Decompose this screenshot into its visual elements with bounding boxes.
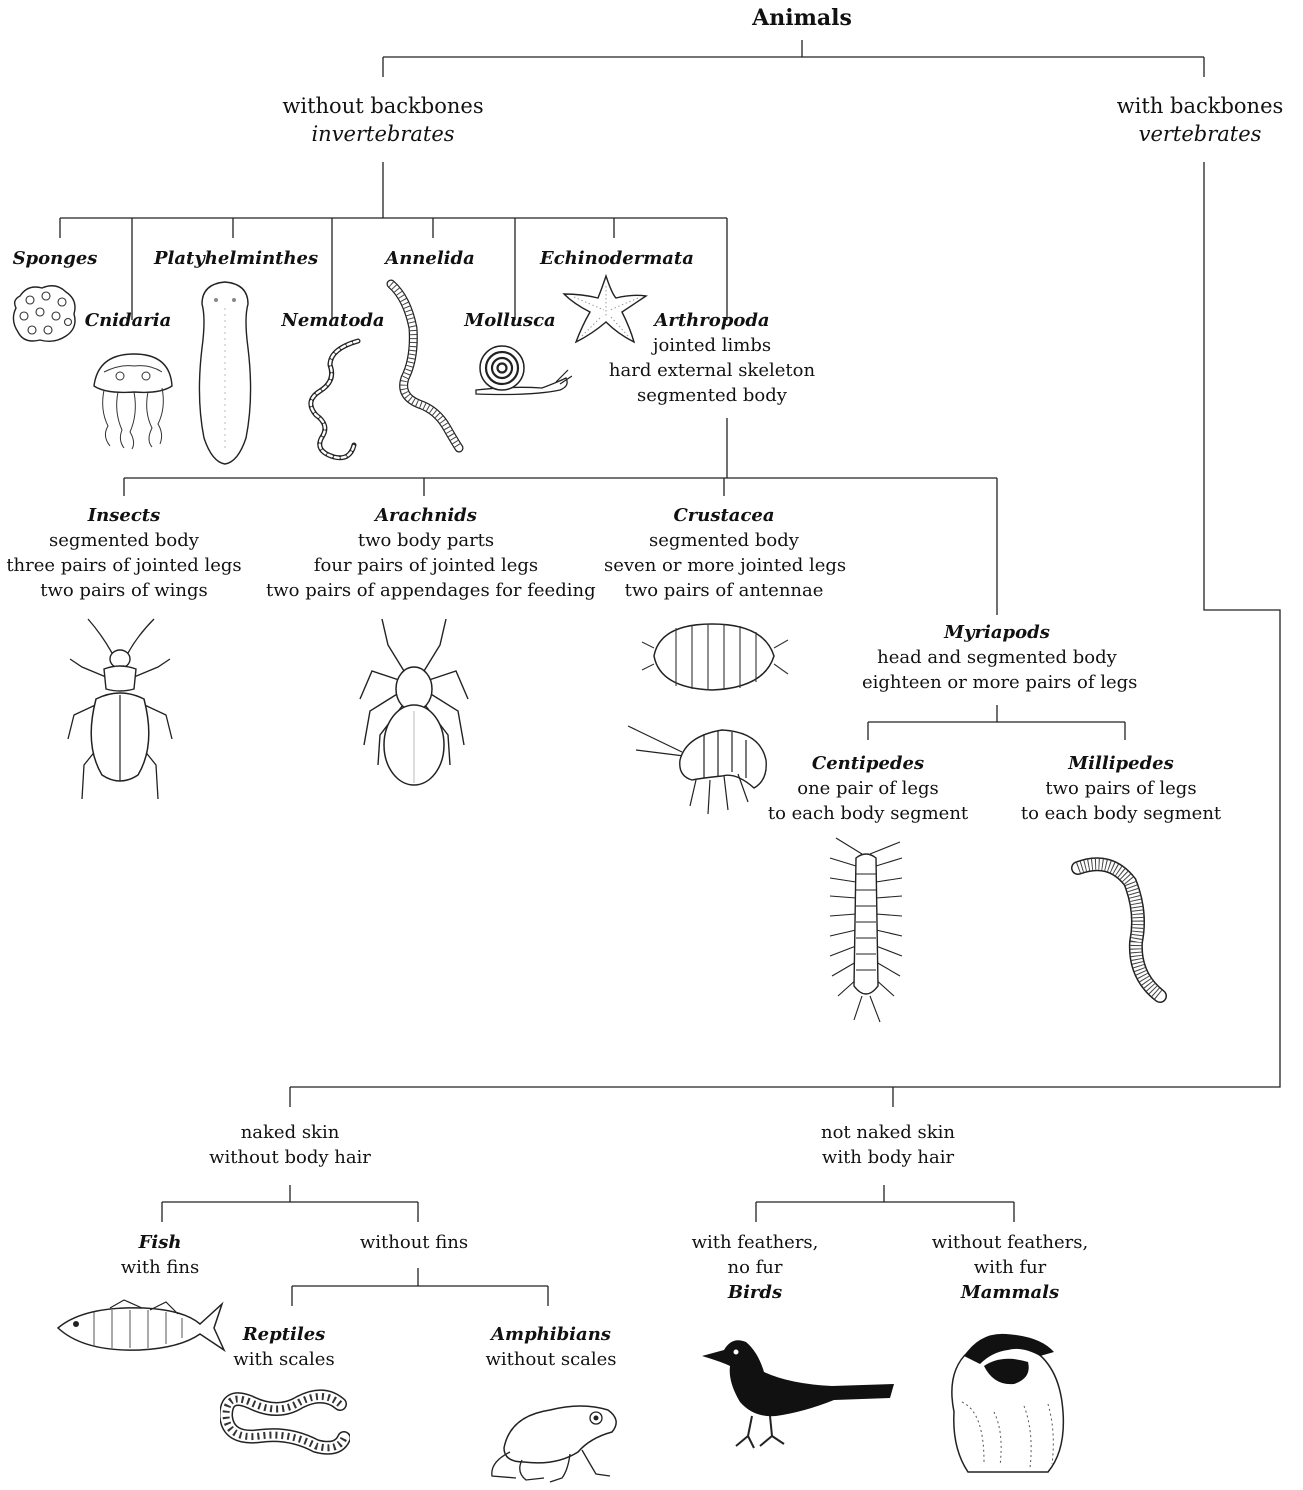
blackbird-illustration xyxy=(694,1332,900,1452)
invertebrates-sub: invertebrates xyxy=(233,120,533,148)
phylum-annelida: Annelida xyxy=(380,246,480,271)
group-not-naked-skin: not naked skin with body hair xyxy=(788,1120,988,1170)
class-centipedes: Centipedes one pair of legs to each body… xyxy=(763,751,973,826)
nematode-illustration xyxy=(300,335,370,465)
millipede-illustration xyxy=(1070,852,1174,1004)
invertebrates-node: without backbones invertebrates xyxy=(233,92,533,148)
class-millipedes: Millipedes two pairs of legs to each bod… xyxy=(1016,751,1226,826)
shrimp-illustration xyxy=(626,710,778,820)
invertebrates-label: without backbones xyxy=(233,92,533,120)
phylum-cnidaria: Cnidaria xyxy=(78,308,178,333)
class-myriapods: Myriapods head and segmented body eighte… xyxy=(862,620,1132,695)
spider-illustration xyxy=(356,615,472,801)
group-without-fins: without fins xyxy=(344,1230,484,1255)
class-insects: Insects segmented body three pairs of jo… xyxy=(4,503,244,603)
flatworm-illustration xyxy=(192,278,258,466)
vertebrates-sub: vertebrates xyxy=(1100,120,1300,148)
class-crustacea: Crustacea segmented body seven or more j… xyxy=(604,503,844,603)
woodlouse-illustration xyxy=(640,618,790,696)
sponge-illustration xyxy=(10,282,80,344)
group-naked-skin: naked skin without body hair xyxy=(190,1120,390,1170)
phylum-nematoda: Nematoda xyxy=(278,308,388,333)
root-title: Animals xyxy=(702,6,902,31)
centipede-illustration xyxy=(816,836,916,1024)
phylum-platyhelminthes: Platyhelminthes xyxy=(154,246,304,271)
vertebrates-node: with backbones vertebrates xyxy=(1100,92,1300,148)
beetle-illustration xyxy=(62,615,180,803)
badger-illustration xyxy=(944,1322,1072,1478)
frog-illustration xyxy=(486,1392,626,1484)
fish-illustration xyxy=(54,1298,226,1356)
phylum-sponges: Sponges xyxy=(5,246,105,271)
group-birds: with feathers, no fur Birds xyxy=(680,1230,830,1305)
group-mammals: without feathers, with fur Mammals xyxy=(925,1230,1095,1305)
earthworm-illustration xyxy=(385,278,470,453)
vertebrates-label: with backbones xyxy=(1100,92,1300,120)
starfish-illustration xyxy=(560,272,650,346)
phylum-echinodermata: Echinodermata xyxy=(540,246,680,271)
class-arachnids: Arachnids two body parts four pairs of j… xyxy=(266,503,586,603)
group-fish: Fish with fins xyxy=(100,1230,220,1280)
group-reptiles: Reptiles with scales xyxy=(224,1322,344,1372)
snake-illustration xyxy=(220,1382,350,1456)
snail-illustration xyxy=(472,342,572,396)
jellyfish-illustration xyxy=(90,350,176,450)
phylum-mollusca: Mollusca xyxy=(460,308,560,333)
group-amphibians: Amphibians without scales xyxy=(476,1322,626,1372)
